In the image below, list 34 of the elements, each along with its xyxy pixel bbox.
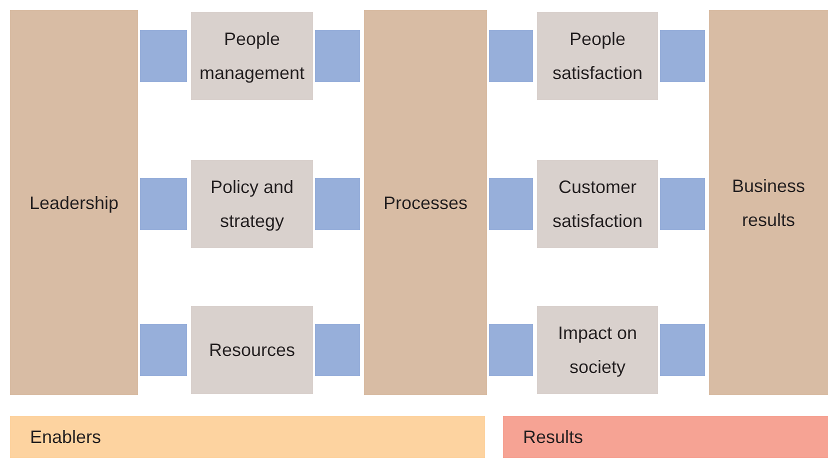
connector-block: [660, 324, 705, 376]
box-label: Leadership: [28, 192, 120, 215]
criterion-box: [191, 160, 313, 248]
connector-block: [660, 178, 705, 230]
band-label: Results: [522, 426, 584, 449]
connector-block: [140, 324, 187, 376]
box-label: Resources: [208, 339, 296, 362]
box-label: Business results: [730, 174, 806, 232]
pillar-box: [364, 10, 487, 395]
criterion-box: [191, 306, 313, 394]
box-label: People satisfaction: [551, 28, 644, 85]
connector-block: [140, 178, 187, 230]
category-band: [10, 416, 485, 458]
connector-block: [489, 178, 533, 230]
pillar-box: [10, 10, 138, 395]
box-label: Impact on society: [556, 322, 638, 379]
box-label: People management: [198, 28, 306, 85]
criterion-box: [537, 12, 658, 100]
connector-block: [315, 30, 360, 82]
connector-block: [660, 30, 705, 82]
criterion-box: [537, 160, 658, 248]
box-label: Policy and strategy: [209, 176, 295, 233]
box-label: Processes: [382, 192, 469, 214]
criterion-box: [191, 12, 313, 100]
category-band: [503, 416, 828, 458]
connector-block: [140, 30, 187, 82]
band-label: Enablers: [29, 426, 102, 449]
connector-block: [315, 324, 360, 376]
connector-block: [489, 30, 533, 82]
box-label: Customer satisfaction: [551, 176, 644, 233]
connector-block: [489, 324, 533, 376]
connector-block: [315, 178, 360, 230]
criterion-box: [537, 306, 658, 394]
pillar-box: [709, 10, 828, 395]
